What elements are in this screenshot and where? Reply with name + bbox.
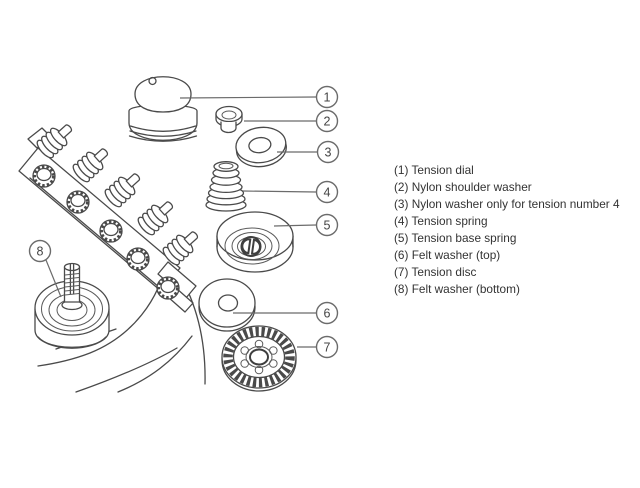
callout-2-number: 2: [324, 115, 331, 129]
base-spring-center-icon: [240, 236, 262, 257]
part-felt-washer-top: [198, 278, 256, 332]
rail-knob-icon: [32, 164, 56, 188]
callout-3-number: 3: [325, 146, 332, 160]
legend-item-6: (6) Felt washer (top): [394, 248, 501, 262]
part-tension-disc: [221, 325, 297, 392]
rail-tension-stations: [32, 124, 199, 300]
legend-item-7: (7) Tension disc: [394, 265, 477, 279]
callout-1-number: 1: [324, 91, 331, 105]
rail-disc-stack-icon: [104, 173, 141, 208]
legend-item-5: (5) Tension base spring: [394, 231, 517, 245]
callout-6: 6: [315, 301, 339, 325]
callout-4-number: 4: [324, 186, 331, 200]
rail-knob-icon: [156, 276, 180, 300]
rail-knob-icon: [126, 247, 150, 271]
callout-4: 4: [315, 180, 339, 204]
callout-5: 5: [315, 213, 339, 237]
part-felt-washer-bottom: [34, 262, 110, 349]
parts-legend: (1) Tension dial (2) Nylon shoulder wash…: [394, 162, 638, 298]
callout-2: 2: [315, 109, 339, 133]
rail-knob-icon: [66, 190, 90, 214]
part-nylon-shoulder-washer: [215, 105, 243, 134]
callout-6-number: 6: [324, 307, 331, 321]
callout-3: 3: [316, 140, 340, 164]
rail-disc-stack-icon: [162, 231, 199, 266]
callout-7: 7: [315, 335, 339, 359]
rail-disc-stack-icon: [72, 148, 109, 183]
callout-1: 1: [315, 85, 339, 109]
part-tension-dial: [128, 76, 198, 142]
callout-8-number: 8: [37, 245, 44, 259]
part-tension-spring: [205, 161, 247, 212]
rail-disc-stack-icon: [36, 124, 73, 159]
legend-item-2: (2) Nylon shoulder washer: [394, 180, 532, 194]
part-nylon-washer: [235, 126, 287, 168]
callout-8: 8: [28, 239, 52, 263]
part-tension-base-spring: [216, 211, 294, 273]
rail-knob-icon: [99, 219, 123, 243]
callout-5-number: 5: [324, 219, 331, 233]
rail-disc-stack-icon: [137, 201, 174, 236]
callout-7-number: 7: [324, 341, 331, 355]
tension-stud-icon: [61, 262, 83, 311]
callout-leader-lines: [45, 96, 317, 348]
legend-item-4: (4) Tension spring: [394, 214, 488, 228]
legend-item-3: (3) Nylon washer only for tension number…: [394, 197, 620, 211]
legend-item-8: (8) Felt washer (bottom): [394, 282, 520, 296]
legend-item-1: (1) Tension dial: [394, 163, 474, 177]
